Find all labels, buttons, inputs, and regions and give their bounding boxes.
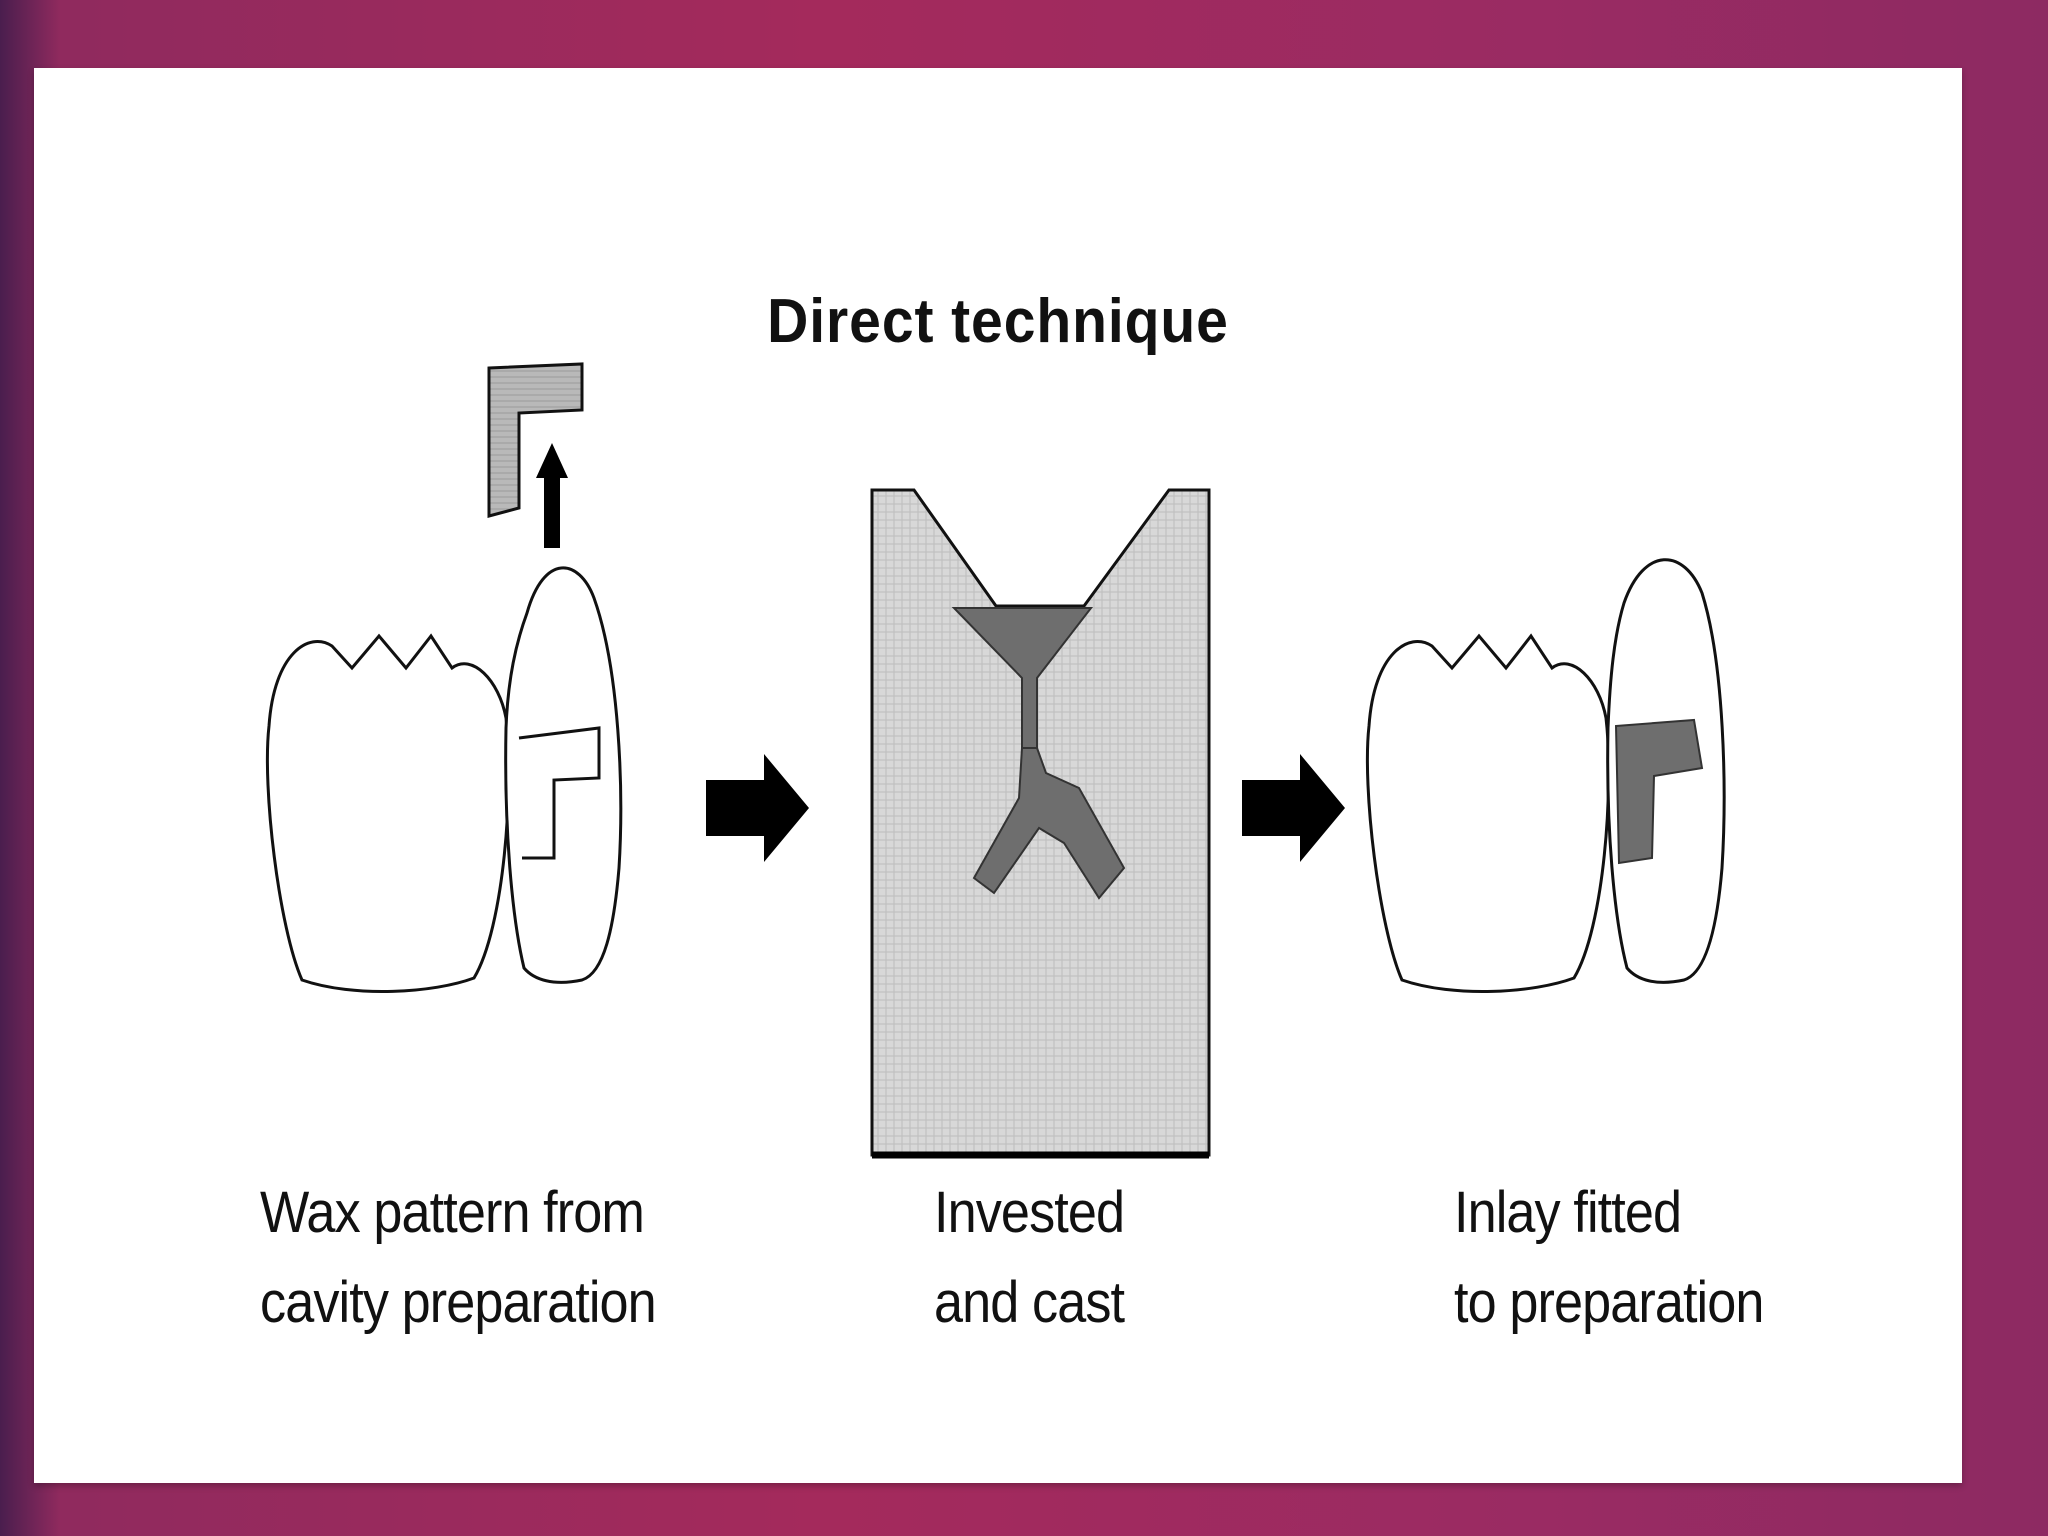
molar-tooth-right	[1365, 633, 1611, 993]
premolar-tooth-prepared	[504, 566, 623, 984]
cast-inlay	[972, 747, 1126, 900]
cavity-preparation	[518, 726, 601, 860]
step2-caption-line1: Invested	[934, 1180, 1125, 1245]
step2-caption-line2: and cast	[934, 1270, 1125, 1335]
step3-illustration	[1365, 558, 1726, 993]
fitted-inlay	[1614, 718, 1704, 865]
right-arrow-icon-2	[1242, 754, 1345, 862]
step1-caption-line2: cavity preparation	[260, 1270, 657, 1335]
step1-caption-line1: Wax pattern from	[260, 1180, 645, 1245]
diagram-title: Direct technique	[767, 287, 1229, 356]
right-arrow-icon-1	[706, 754, 809, 862]
wax-pattern	[487, 362, 584, 518]
step3-caption-line2: to preparation	[1454, 1270, 1764, 1335]
step2-caption: Invested and cast	[934, 1168, 1125, 1348]
removal-arrow-icon	[536, 443, 568, 548]
step3-caption: Inlay fitted to preparation	[1454, 1168, 1764, 1348]
step2-illustration	[870, 488, 1211, 1159]
molar-tooth-left	[265, 633, 511, 993]
step1-caption: Wax pattern from cavity preparation	[260, 1168, 657, 1348]
process-diagram	[265, 362, 1726, 1159]
step1-illustration	[265, 362, 623, 993]
slide-panel: Direct technique	[34, 68, 1962, 1483]
step3-caption-line1: Inlay fitted	[1454, 1180, 1682, 1245]
